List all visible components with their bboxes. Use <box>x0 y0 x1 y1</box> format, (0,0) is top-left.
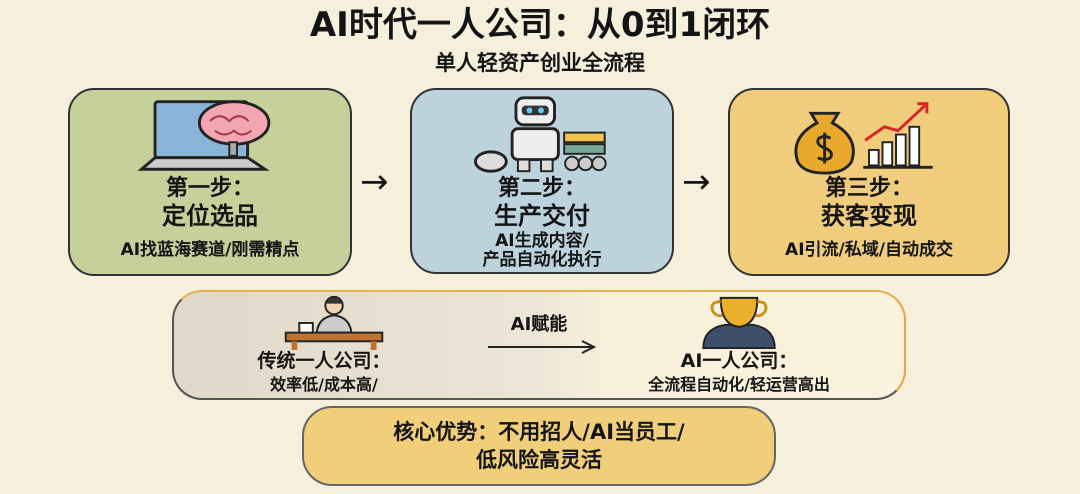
step-desc-line: 产品自动化执行 <box>482 250 602 270</box>
step-label: 第二步： <box>497 176 586 201</box>
trophy-person-icon <box>702 296 776 350</box>
ai-company-title: AI一人公司： <box>680 350 798 372</box>
core-advantage-box: 核心优势：不用招人/AI当员工/ 低风险高灵活 <box>302 406 776 486</box>
step-label: 第一步： <box>165 176 254 201</box>
traditional-desc: 效率低/成本高/ <box>270 375 378 394</box>
step-3-card: 第三步： 获客变现 AI引流/私域/自动成交 <box>728 88 1010 276</box>
step-name: 生产交付 <box>494 202 590 230</box>
step-2-card: 第二步： 生产交付 AI生成内容/产品自动化执行 <box>410 88 674 274</box>
ai-company-desc: 全流程自动化/轻运营高出 <box>648 375 830 394</box>
step-desc: AI引流/私域/自动成交 <box>785 240 953 260</box>
arrow-icon <box>488 340 597 354</box>
money-bag-growth-icon <box>794 102 933 175</box>
step-desc: AI找蓝海赛道/刚需精点 <box>120 240 300 260</box>
core-line-1: 核心优势：不用招人/AI当员工/ <box>393 420 685 444</box>
arrow-icon: → <box>360 162 389 202</box>
step-1-card: 第一步： 定位选品 AI找蓝海赛道/刚需精点 <box>68 88 352 276</box>
person-at-desk-icon <box>284 295 384 350</box>
traditional-title: 传统一人公司： <box>257 350 391 372</box>
ai-empower-label: AI赋能 <box>510 314 568 335</box>
page-title: AI时代一人公司：从0到1闭环 <box>309 5 771 45</box>
page-subtitle: 单人轻资产创业全流程 <box>435 51 645 75</box>
step-label: 第三步： <box>824 176 913 201</box>
comparison-panel: 传统一人公司： 效率低/成本高/ AI赋能 AI一人公司： 全流程自动化/轻运营… <box>172 290 906 400</box>
arrow-icon: → <box>682 162 711 202</box>
step-desc-line: AI生成内容/ <box>495 231 589 251</box>
robot-icon <box>473 96 607 173</box>
step-name: 定位选品 <box>162 202 258 230</box>
laptop-brain-icon <box>137 100 271 171</box>
step-desc: AI生成内容/产品自动化执行 <box>412 232 672 270</box>
step-name: 获客变现 <box>821 202 917 230</box>
core-line-2: 低风险高灵活 <box>476 448 602 472</box>
